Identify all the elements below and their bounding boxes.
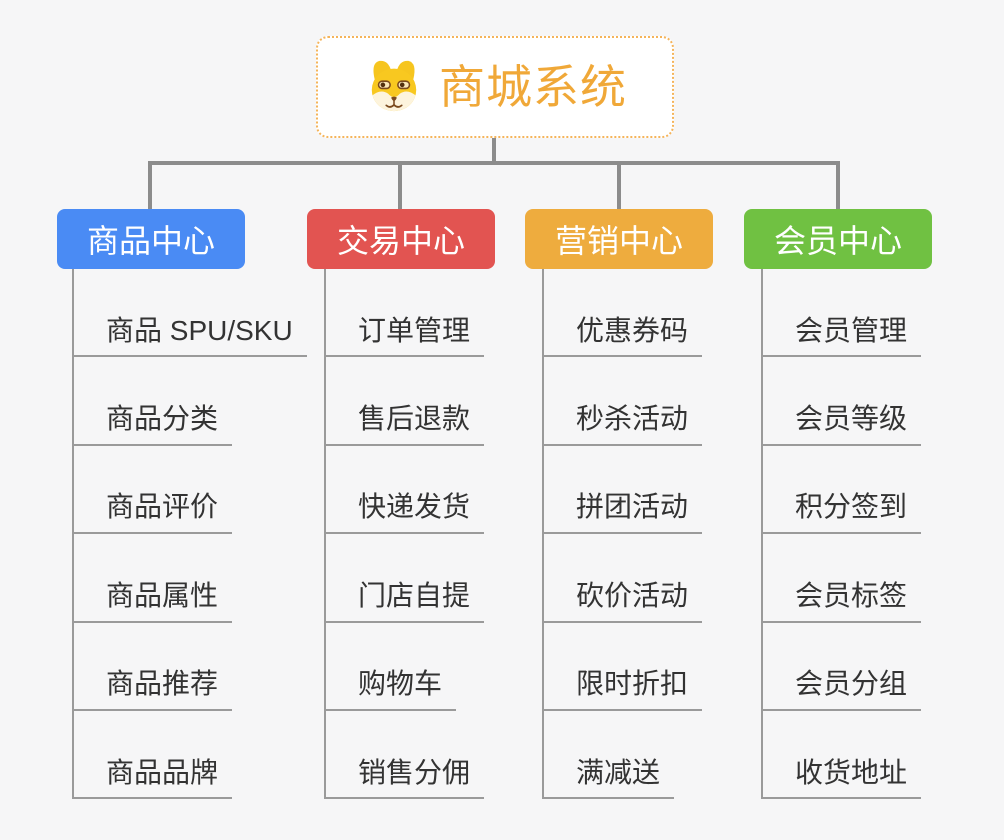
- child-node: 销售分佣: [326, 711, 485, 800]
- child-label[interactable]: 会员等级: [763, 403, 922, 446]
- child-node: 会员分组: [763, 623, 922, 711]
- connector-drop-product: [148, 161, 152, 209]
- branch-children-product: 商品 SPU/SKU 商品分类 商品评价 商品属性 商品推荐 商品品牌: [72, 269, 307, 800]
- child-label[interactable]: 商品推荐: [74, 668, 233, 711]
- child-node: 满减送: [544, 711, 702, 800]
- child-node: 商品评价: [74, 446, 307, 535]
- child-label[interactable]: 会员分组: [763, 668, 922, 711]
- branch-node-member-center[interactable]: 会员中心: [744, 209, 932, 269]
- child-label[interactable]: 快递发货: [326, 492, 485, 535]
- child-label[interactable]: 商品 SPU/SKU: [74, 315, 307, 358]
- branch-children-trade: 订单管理 售后退款 快递发货 门店自提 购物车 销售分佣: [324, 269, 485, 800]
- child-label[interactable]: 商品评价: [74, 492, 233, 535]
- child-node: 购物车: [326, 623, 484, 711]
- child-label[interactable]: 商品属性: [74, 580, 233, 623]
- branch-node-product-center[interactable]: 商品中心: [57, 209, 245, 269]
- branch-label: 交易中心: [336, 223, 465, 259]
- child-label[interactable]: 购物车: [326, 668, 457, 711]
- child-node: 售后退款: [326, 357, 485, 446]
- child-node: 秒杀活动: [544, 357, 703, 446]
- connector-drop-marketing: [617, 161, 621, 209]
- child-node: 优惠券码: [544, 269, 703, 358]
- connector-drop-trade: [398, 161, 402, 209]
- connector-horizontal: [148, 161, 840, 165]
- child-node: 会员管理: [763, 269, 922, 358]
- child-node: 商品品牌: [74, 711, 307, 800]
- connector-drop-member: [836, 161, 840, 209]
- branch-label: 营销中心: [554, 223, 683, 259]
- child-node: 积分签到: [763, 446, 922, 535]
- child-node: 商品 SPU/SKU: [74, 269, 307, 358]
- child-node: 商品分类: [74, 357, 307, 446]
- child-node: 拼团活动: [544, 446, 703, 535]
- shiba-dog-icon: [371, 60, 417, 112]
- child-label[interactable]: 会员标签: [763, 580, 922, 623]
- child-node: 门店自提: [326, 534, 485, 623]
- child-label[interactable]: 优惠券码: [544, 315, 703, 358]
- child-node: 限时折扣: [544, 623, 703, 711]
- child-label[interactable]: 门店自提: [326, 580, 485, 623]
- branch-children-member: 会员管理 会员等级 积分签到 会员标签 会员分组 收货地址: [761, 269, 922, 800]
- root-title: 商城系统: [439, 61, 627, 113]
- branch-node-marketing-center[interactable]: 营销中心: [525, 209, 713, 269]
- child-label[interactable]: 会员管理: [763, 315, 922, 358]
- branch-children-marketing: 优惠券码 秒杀活动 拼团活动 砍价活动 限时折扣 满减送: [542, 269, 703, 800]
- connector-root-stub: [492, 138, 496, 164]
- child-node: 商品推荐: [74, 623, 307, 711]
- child-label[interactable]: 拼团活动: [544, 492, 703, 535]
- branch-node-trade-center[interactable]: 交易中心: [307, 209, 495, 269]
- child-node: 快递发货: [326, 446, 485, 535]
- child-label[interactable]: 积分签到: [763, 492, 922, 535]
- child-label[interactable]: 订单管理: [326, 315, 485, 358]
- branch-label: 会员中心: [773, 223, 902, 259]
- child-label[interactable]: 售后退款: [326, 403, 485, 446]
- child-label[interactable]: 砍价活动: [544, 580, 703, 623]
- child-node: 会员等级: [763, 357, 922, 446]
- child-label[interactable]: 收货地址: [763, 757, 922, 800]
- child-label[interactable]: 商品品牌: [74, 757, 233, 800]
- child-label[interactable]: 满减送: [544, 757, 675, 800]
- child-label[interactable]: 限时折扣: [544, 668, 703, 711]
- child-label[interactable]: 商品分类: [74, 403, 233, 446]
- child-node: 商品属性: [74, 534, 307, 623]
- child-node: 会员标签: [763, 534, 922, 623]
- child-label[interactable]: 销售分佣: [326, 757, 485, 800]
- child-label[interactable]: 秒杀活动: [544, 403, 703, 446]
- child-node: 订单管理: [326, 269, 485, 358]
- child-node: 砍价活动: [544, 534, 703, 623]
- root-node[interactable]: 商城系统: [316, 36, 674, 138]
- branch-label: 商品中心: [86, 223, 215, 259]
- child-node: 收货地址: [763, 711, 922, 800]
